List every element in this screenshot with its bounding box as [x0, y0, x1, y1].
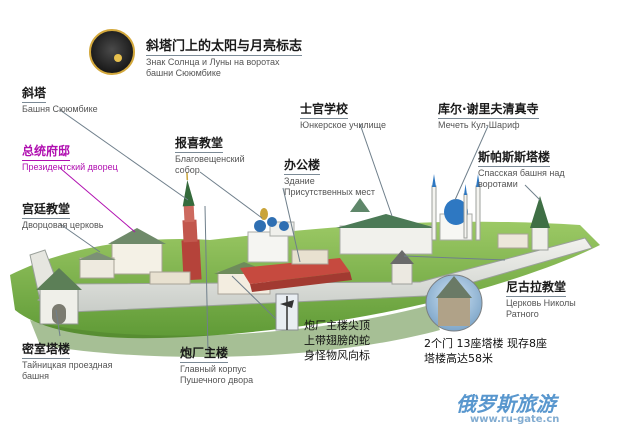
annunciation-cathedral-shape	[247, 208, 295, 263]
spasskaya-zh: 斯帕斯斯塔楼	[478, 150, 551, 167]
hill-shadow	[30, 305, 440, 357]
title-ru-line2: башни Сююмбике	[146, 68, 221, 78]
presidential-palace-ru: Президентский дворец	[22, 162, 118, 172]
cadet-school-ru: Юнкерское училище	[300, 120, 386, 130]
cannon-yard-zh: 炮厂主楼	[180, 346, 229, 363]
leader-cadet	[359, 123, 393, 217]
spasskaya-ru-line2: воротами	[478, 179, 518, 189]
leaning-tower-ru: Башня Сююмбике	[22, 104, 98, 114]
annunciation-ru-line2: собор	[175, 165, 200, 175]
spasskaya-tower-shape	[530, 196, 550, 251]
leader-annunciation	[199, 171, 263, 219]
palace-church-ru: Дворцовая церковь	[22, 220, 104, 230]
leaning-tower-zh: 斜塔	[22, 86, 47, 103]
annunciation-ru-line1: Благовещенский	[175, 154, 245, 164]
leader-cannon-yard	[204, 205, 209, 353]
leader-kul-sharif	[454, 125, 489, 201]
presidential-palace-zh: 总统府邸	[22, 144, 71, 161]
label-office-building: 办公楼 Здание Присутственных мест	[284, 154, 375, 198]
nicholas-ru-line1: Церковь Николы	[506, 298, 576, 308]
nicholas-ru-line2: Ратного	[506, 309, 539, 319]
title-label: 斜塔门上的太阳与月亮标志 Знак Солнца и Луны на ворот…	[146, 35, 303, 79]
leader-cannon-top	[231, 275, 280, 323]
gates-towers-note: 2个门 13座塔楼 现存8座 塔楼高达58米	[424, 336, 547, 366]
office-building-ru-line1: Здание	[284, 176, 315, 186]
label-presidential-palace: 总统府邸 Президентский дворец	[22, 140, 118, 173]
office-building-zh: 办公楼	[284, 158, 321, 175]
cannon-top-note-line2: 上带翅膀的蛇	[304, 334, 370, 347]
title-zh: 斜塔门上的太阳与月亮标志	[146, 39, 303, 56]
gates-note-line1: 2个门 13座塔楼 现存8座	[424, 337, 547, 350]
title-ru-line1: Знак Солнца и Луны на воротах	[146, 57, 280, 67]
sun-moon-medallion	[89, 29, 135, 75]
label-palace-church: 宫廷教堂 Дворцовая церковь	[22, 198, 103, 231]
kremlin-wall	[36, 237, 593, 313]
label-kul-sharif-mosque: 库尔·谢里夫清真寺 Мечеть Кул-Шариф	[438, 98, 539, 131]
leader-office	[282, 187, 301, 263]
label-cadet-school: 士官学校 Юнкерское училище	[300, 98, 386, 131]
kul-sharif-mosque-shape	[431, 174, 481, 241]
cadet-school-zh: 士官学校	[300, 102, 349, 119]
palace-church-zh: 宫廷教堂	[22, 202, 71, 219]
nicholas-zh: 尼古拉教堂	[506, 280, 567, 297]
weathervane-photo	[275, 293, 299, 331]
leader-presidential	[59, 167, 136, 233]
spasskaya-ru-line1: Спасская башня над	[478, 168, 565, 178]
cadet-school-shape	[336, 198, 436, 255]
office-building-ru-line2: Присутственных мест	[284, 187, 376, 197]
kul-sharif-zh: 库尔·谢里夫清真寺	[438, 102, 539, 119]
gates-note-line2: 塔楼高达58米	[424, 352, 493, 365]
watermark-sub: www.ru-gate.cn	[470, 414, 560, 425]
cannon-yard-ru-line2: Пушечного двора	[180, 375, 254, 385]
label-nicholas-church: 尼古拉教堂 Церковь Николы Ратного	[506, 276, 576, 320]
label-annunciation-cathedral: 报喜教堂 Благовещенский собор	[175, 132, 245, 176]
leader-secret-tower	[55, 309, 61, 337]
secret-tower-ru-line2: башня	[22, 371, 50, 381]
tower-photo	[425, 274, 483, 332]
cannon-top-note: 炮厂主楼尖顶 上带翅膀的蛇 身怪物风向标	[304, 318, 370, 363]
leaning-tower-shape	[181, 172, 202, 281]
cannon-yard-ru-line1: Главный корпус	[180, 364, 247, 374]
nicholas-church-shape	[390, 250, 414, 285]
secret-tower-zh: 密室塔楼	[22, 342, 71, 359]
cannon-top-note-line1: 炮厂主楼尖顶	[304, 319, 370, 332]
leader-leaning-tower	[59, 109, 189, 201]
presidential-palace-shape	[78, 228, 166, 279]
secret-tower-shape	[36, 268, 82, 325]
cannon-top-note-line3: 身怪物风向标	[304, 349, 370, 362]
label-cannon-yard: 炮厂主楼 Главный корпус Пушечного двора	[180, 342, 253, 386]
secret-tower-ru-line1: Тайницкая проездная	[22, 360, 113, 370]
label-secret-tower: 密室塔楼 Тайницкая проездная башня	[22, 338, 113, 382]
label-spasskaya-tower: 斯帕斯斯塔楼 Спасская башня над воротами	[478, 146, 565, 190]
watermark-main: 俄罗斯旅游	[456, 392, 556, 416]
label-leaning-tower: 斜塔 Башня Сююмбике	[22, 82, 98, 115]
leader-spasskaya	[524, 184, 541, 201]
annunciation-zh: 报喜教堂	[175, 136, 224, 153]
leader-palace-church	[59, 223, 101, 253]
kul-sharif-ru: Мечеть Кул-Шариф	[438, 120, 520, 130]
leader-nicholas	[403, 255, 506, 261]
